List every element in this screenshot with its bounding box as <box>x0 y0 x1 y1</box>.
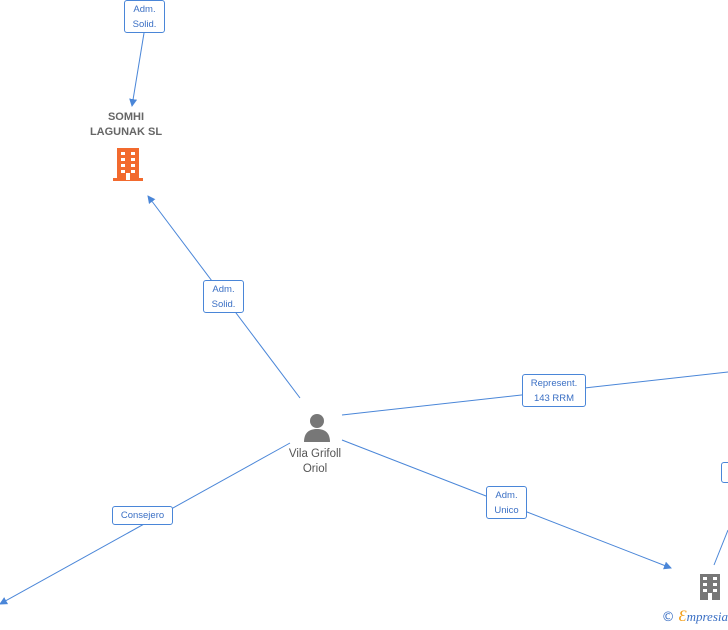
edge-label-line2: 143 RRM <box>533 393 575 404</box>
building-icon[interactable] <box>697 573 723 601</box>
empresia-logo: ©Ɛmpresia <box>662 608 728 626</box>
edge-label-line1: Adm. <box>133 4 156 15</box>
edge-label-line2: Solid. <box>132 19 157 30</box>
edge-label-line2: Solid. <box>211 299 236 310</box>
brand-e: Ɛ <box>678 608 687 625</box>
brand-rest: mpresia <box>686 609 728 624</box>
edge-top-to-somhi <box>129 32 145 107</box>
person-name-line1: Vila Grifoll <box>288 448 342 460</box>
person-name[interactable]: Vila Grifoll Oriol <box>265 447 365 477</box>
company-name-line2: LAGUNAK SL <box>89 126 163 138</box>
company-name-line1: SOMHI <box>107 111 145 123</box>
edge-label-consejero[interactable]: Consejero <box>112 506 173 525</box>
edge-label-line2: Unico <box>494 505 519 516</box>
edge-label-adm-solid[interactable]: Adm. Solid. <box>203 280 244 313</box>
edge-label-line1: Consejero <box>120 510 165 521</box>
edge-label-adm-unico[interactable]: Adm. Unico <box>486 486 527 519</box>
company-name-somhi[interactable]: SOMHI LAGUNAK SL <box>66 110 186 140</box>
edge-label-line1: Adm. <box>212 284 235 295</box>
edge-offscreen-bottom-right <box>713 529 728 566</box>
edge-label-represent[interactable]: Represent. 143 RRM <box>522 374 586 407</box>
edge-label-line1: Represent. <box>530 378 578 389</box>
edge-label-offscreen[interactable] <box>721 462 728 483</box>
edge-label-line1: Adm. <box>495 490 518 501</box>
building-icon[interactable] <box>111 146 145 182</box>
person-icon[interactable] <box>302 412 332 442</box>
person-name-line2: Oriol <box>302 463 328 475</box>
edge-label-top[interactable]: Adm. Solid. <box>124 0 165 33</box>
copyright-symbol: © <box>661 610 675 625</box>
